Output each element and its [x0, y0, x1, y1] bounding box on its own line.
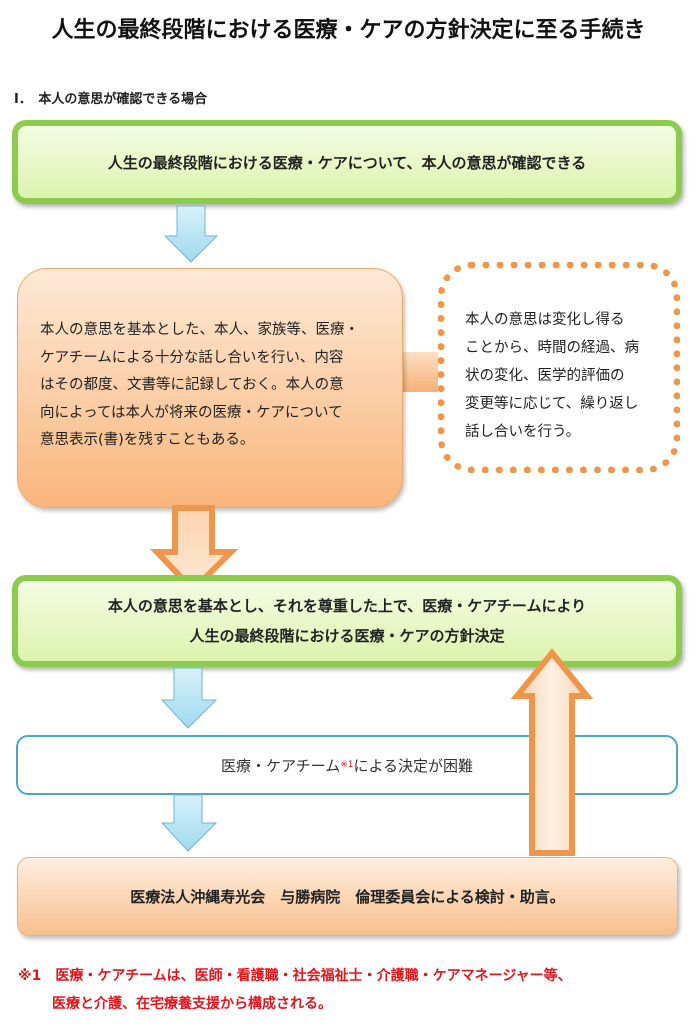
footnote-line: 医療と介護、在宅療養支援から構成される。 — [52, 996, 332, 1012]
page-title: 人生の最終段階における医療・ケアの方針決定に至る手続き — [51, 18, 646, 43]
up-arrow-orange — [510, 648, 594, 856]
discussion-line: 向によっては本人が将来の医療・ケアについて — [40, 404, 343, 421]
down-arrow-blue-2 — [160, 667, 218, 729]
intent-confirmed-box: 人生の最終段階における医療・ケアについて、本人の意思が確認できる — [12, 120, 682, 204]
intent-confirmed-text: 人生の最終段階における医療・ケアについて、本人の意思が確認できる — [107, 153, 587, 172]
footnote: ※1 医療・ケアチームは、医師・看護職・社会福祉士・介護職・ケアマネージャー等、… — [18, 962, 572, 1018]
ethics-committee-box: 医療法人沖縄寿光会 与勝病院 倫理委員会による検討・助言。 — [17, 857, 678, 936]
difficult-text-after: による決定が困難 — [353, 756, 474, 775]
discussion-line: 本人の意思を基本とした、本人、家族等、医療・ — [40, 322, 359, 338]
note-line: 変更等に応じて、繰り返し — [465, 396, 639, 412]
decision-box: 本人の意思を基本とし、それを尊重した上で、医療・ケアチームにより 人生の最終段階… — [12, 575, 682, 667]
discussion-line: ケアチームによる十分な話し合いを行い、内容 — [40, 349, 344, 366]
ethics-committee-text: 医療法人沖縄寿光会 与勝病院 倫理委員会による検討・助言。 — [130, 888, 565, 906]
down-arrow-blue-3 — [160, 794, 218, 852]
difficult-text-before: 医療・ケアチーム — [220, 756, 341, 775]
note-line: 話し合いを行う。 — [465, 424, 581, 440]
connector-bar — [402, 352, 442, 392]
footnote-marker: ※1 — [340, 760, 354, 770]
footnote-line: ※1 医療・ケアチームは、医師・看護職・社会福祉士・介護職・ケアマネージャー等、 — [18, 968, 572, 984]
note-line: ことから、時間の経過、病 — [465, 340, 639, 356]
section-heading: Ⅰ． 本人の意思が確認できる場合 — [14, 92, 208, 107]
down-arrow-blue-1 — [163, 205, 219, 263]
note-line: 本人の意思は変化し得る — [465, 312, 625, 328]
discussion-box: 本人の意思を基本とした、本人、家族等、医療・ ケアチームによる十分な話し合いを行… — [17, 268, 403, 508]
decision-line: 本人の意思を基本とし、それを尊重した上で、医療・ケアチームにより — [107, 597, 587, 615]
discussion-line: はその都度、文書等に記録しておく。本人の意 — [40, 377, 344, 393]
repeat-discussion-note: 本人の意思は変化し得る ことから、時間の経過、病 状の変化、医学的評価の 変更等… — [438, 262, 680, 473]
note-line: 状の変化、医学的評価の — [465, 368, 625, 384]
decision-line: 人生の最終段階における医療・ケアの方針決定 — [189, 627, 505, 645]
discussion-line: 意思表示(書)を残すこともある。 — [40, 432, 255, 448]
down-arrow-orange — [150, 505, 239, 595]
